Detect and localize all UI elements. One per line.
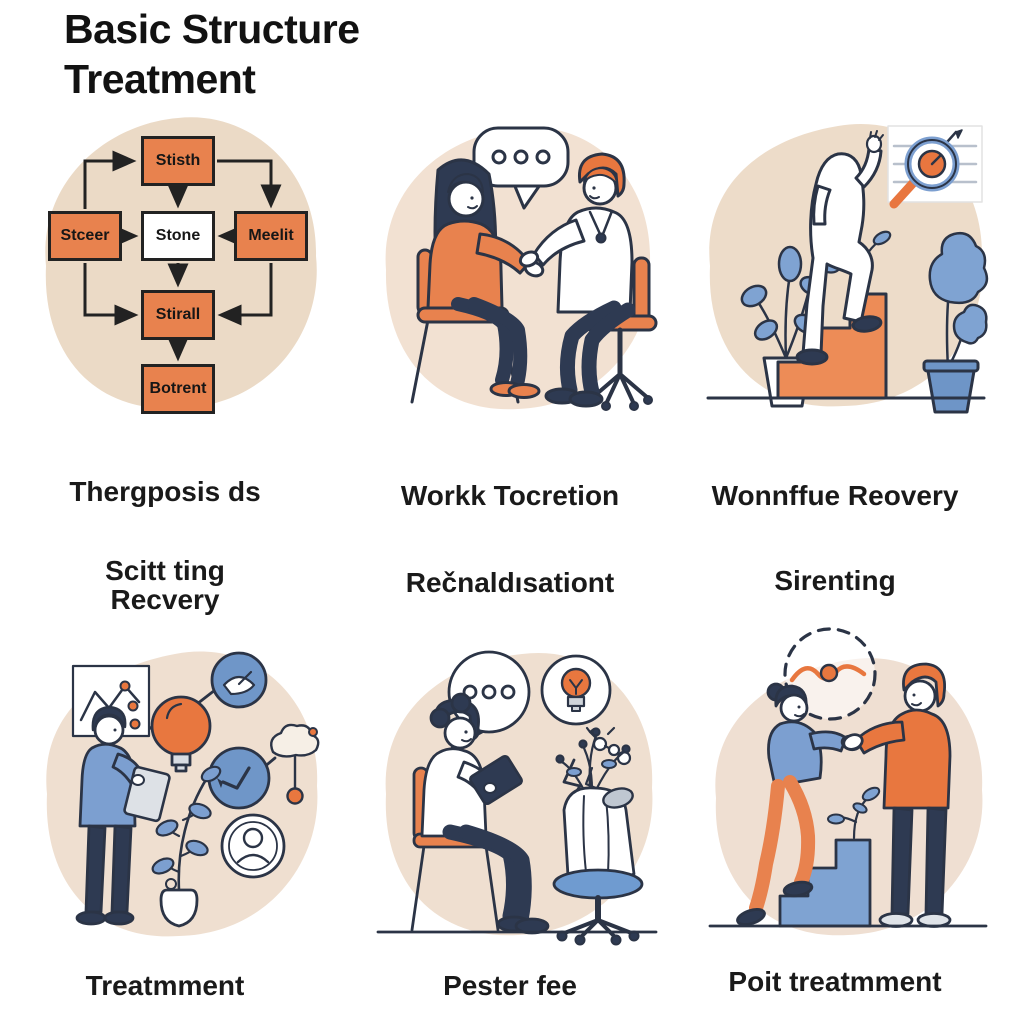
caption-analysis: Treatmment <box>85 970 245 1001</box>
heading-analysis-line2: Recvery <box>110 584 220 616</box>
flow-box-center: Stone <box>141 211 215 261</box>
flow-box-top-label: Stisth <box>155 152 201 169</box>
connector-line <box>195 688 217 706</box>
mentor-figure <box>842 662 952 928</box>
caption-progress: Poit treatmment <box>728 966 942 997</box>
stair-climb-illustration <box>706 123 989 414</box>
user-circle-icon <box>220 813 286 879</box>
caption-therapy-session: Workk Tocretion <box>400 480 620 511</box>
panel-flowchart: Stisth Stceer Stone Meelit Stirall Botre… <box>28 108 328 420</box>
doctor-figure <box>518 152 636 408</box>
panel-stair-climb <box>688 106 1008 423</box>
person-with-tablet <box>420 692 550 935</box>
page-title-line2: Treatment <box>64 56 256 103</box>
office-chair-draped <box>552 727 644 946</box>
climbing-figure <box>795 130 884 366</box>
beige-blob <box>45 117 317 409</box>
potted-plant-right <box>922 232 989 414</box>
heading-consultation: Rečnaldısationt <box>345 568 675 597</box>
gauge-circle-icon <box>210 651 268 709</box>
heading-consultation-line1: Rečnaldısationt <box>405 567 615 598</box>
panel-progress <box>688 618 1008 957</box>
page-title-line1: Basic Structure <box>64 6 360 52</box>
caption-consultation: Pester fee <box>443 970 577 1001</box>
flow-box-bottom-label: Botrent <box>149 380 207 397</box>
lightbulb-circle-icon <box>540 654 612 726</box>
flow-box-center-label: Stone <box>155 227 201 244</box>
page-title: Basic Structure Treatment <box>64 4 360 104</box>
person-with-tablet <box>75 705 171 926</box>
potted-plant <box>151 765 222 928</box>
flow-box-middle-label: Stirall <box>155 306 201 323</box>
patient-figure <box>426 158 545 399</box>
flow-box-left-label: Stceer <box>60 227 110 244</box>
heading-progress-line1: Sirenting <box>774 565 896 596</box>
panel-analysis <box>25 628 333 955</box>
progress-illustration <box>708 627 988 936</box>
flow-box-middle: Stirall <box>141 290 215 340</box>
molecule-icon <box>585 726 632 766</box>
analysis-illustration <box>46 651 320 937</box>
climber-figure <box>736 682 862 926</box>
panel-consultation <box>362 636 674 955</box>
heading-analysis: Scitt ting Recvery <box>0 556 330 615</box>
dashed-circle-chart-icon <box>783 627 877 730</box>
flow-box-right-label: Meelit <box>248 227 294 244</box>
flow-box-left: Stceer <box>48 211 122 261</box>
arrow-connectors <box>83 150 282 362</box>
flow-box-bottom: Botrent <box>141 364 215 414</box>
flowchart-graphics <box>45 117 317 409</box>
caption-stair-climb: Wonnffue Reovery <box>711 480 959 511</box>
heading-analysis-line1: Scitt ting <box>105 555 225 586</box>
lightbulb-icon <box>150 695 212 773</box>
speech-bubble-icon <box>472 126 570 210</box>
arrow-circle-icon <box>207 746 271 810</box>
consultation-illustration <box>376 650 658 946</box>
cloud-icon <box>270 723 320 805</box>
caption-therapy-flowchart: Thergposis ds <box>69 476 261 507</box>
flow-box-right: Meelit <box>234 211 308 261</box>
panel-therapy-session <box>362 112 674 425</box>
flow-box-top: Stisth <box>141 136 215 186</box>
plant-sprig <box>827 786 881 840</box>
heading-progress: Sirenting <box>660 566 1010 595</box>
therapy-illustration <box>385 126 658 411</box>
plant-sprig <box>555 727 631 792</box>
magnifier-target-icon <box>887 125 983 209</box>
